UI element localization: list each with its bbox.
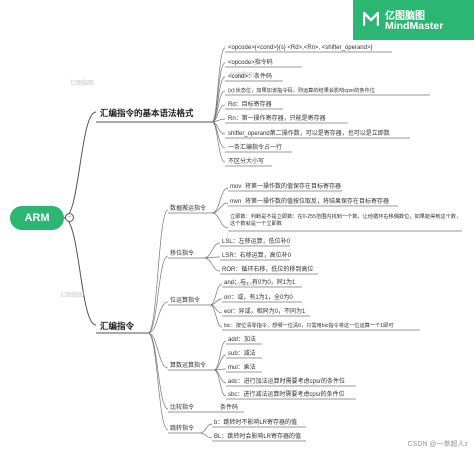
syntax-item[interactable]: {s}:状态位，加果加该指令码，则运算的结果会影响cpsr的条件位	[228, 88, 375, 94]
instr-sub[interactable]: sub：减法	[228, 351, 256, 357]
group-data-move[interactable]: 数据搬运指令	[170, 206, 207, 212]
instr-mov[interactable]: mov	[230, 184, 242, 190]
instr-mul[interactable]: mul：乘法	[228, 365, 256, 371]
instr-lsr[interactable]: LSR：右移运算，高位补0	[222, 253, 292, 259]
syntax-item[interactable]: <opcode>指令码	[228, 60, 273, 66]
syntax-item[interactable]: 一条汇编指令占一行	[228, 145, 283, 151]
watermark: 亿图脑图	[230, 283, 255, 289]
link-root-branch2	[63, 217, 97, 326]
syntax-item[interactable]: <cond>：条件码	[228, 74, 273, 80]
instr-lsl[interactable]: LSL：左移运算，低位补0	[222, 239, 291, 245]
instr-ror[interactable]: ROR：循环右移，低位的移到高位	[222, 267, 314, 273]
instr-bic[interactable]: bic：按位清零指令，想哪一位清0，只需用bic指令将这一位运算一个1即可	[224, 323, 394, 329]
group-compare[interactable]: 比较指令	[170, 405, 195, 411]
root-node[interactable]: ARM	[10, 206, 64, 230]
instr-sbc[interactable]: sbc：进行减法运算时需要考虑cpsr的条件位	[228, 392, 345, 398]
instr-bl[interactable]: BL：跳转时会影响LR寄存器的值	[214, 434, 302, 440]
mindmaster-logo-icon	[363, 11, 379, 26]
instr-b[interactable]: b：跳转时不影响LR寄存器的值	[214, 420, 298, 426]
instr-and[interactable]: and：与，有0为0，同1为1	[224, 280, 296, 286]
syntax-item[interactable]: shifter_operand第二操作数，可以是寄存器，也可以是立即数	[228, 131, 390, 137]
watermark: 亿图脑图	[60, 293, 85, 299]
watermark: 亿图脑图	[230, 73, 255, 79]
link-root-branch1	[63, 111, 97, 219]
instr-mov-desc[interactable]: 将第一操作数的值保存在目标寄存器	[245, 184, 342, 190]
logo-text-cn: 亿图脑图	[385, 11, 425, 22]
group-shift[interactable]: 移位指令	[170, 251, 195, 257]
instr-orr[interactable]: orr：或，有1为1，全0为0	[224, 295, 293, 301]
condition-code[interactable]: 条件码	[220, 405, 239, 411]
syntax-item[interactable]: Rd：目标寄存器	[228, 102, 272, 108]
collapse-toggle-icon[interactable]: −	[65, 213, 74, 222]
instr-mvn-desc[interactable]: 将第一操作数的值按位取反，将结果保存在目标寄存器	[245, 199, 390, 205]
mindmaster-logo: 亿图脑图 MindMaster	[353, 0, 474, 40]
csdn-watermark: CSDN @一拳超人z	[407, 441, 468, 448]
instr-adc[interactable]: adc：进行加法运算时需要考虑cpsr的条件位	[228, 379, 346, 385]
syntax-item[interactable]: <opcode>{<cond>}{s} <Rd>,<Rn>, <shifter_…	[228, 45, 373, 51]
group-jump[interactable]: 跳转指令	[170, 426, 195, 432]
instr-add[interactable]: add：加法	[228, 337, 257, 343]
group-bit-ops[interactable]: 位运算指令	[170, 298, 201, 304]
group-arithmetic[interactable]: 算数运算指令	[170, 363, 207, 369]
branch-instructions-title[interactable]: 汇编指令	[100, 321, 135, 331]
syntax-item[interactable]: 不区分大小写	[228, 159, 265, 165]
syntax-item[interactable]: Rn：第一操作寄存器，只能是寄存器	[228, 116, 326, 122]
branch-syntax-title[interactable]: 汇编指令的基本语法格式	[100, 108, 194, 118]
instr-eor[interactable]: eor：异或，相同为0，不同为1	[224, 309, 306, 315]
instr-mvn[interactable]: mvn	[230, 199, 242, 205]
immediate-desc[interactable]: 立即数：判断是不是立即数：在0-255范围内找到一个数，让他循环右移偶数位，如果…	[230, 214, 462, 228]
logo-text-en: MindMaster	[385, 20, 444, 32]
watermark: 亿图脑图	[70, 81, 95, 87]
